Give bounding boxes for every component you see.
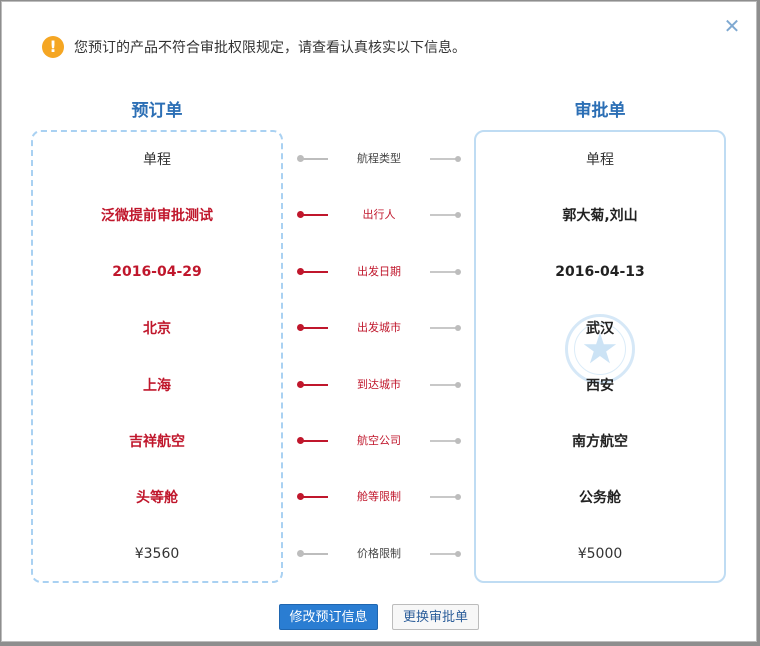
approval-value: 西安 (586, 378, 614, 394)
modify-booking-button[interactable]: 修改预订信息 (279, 604, 378, 630)
right-line (430, 440, 458, 442)
field-connector: 舱等限制 (297, 490, 461, 504)
field-connector: 出发城市 (297, 321, 461, 335)
booking-value: 头等舱 (136, 490, 178, 506)
field-connector: 出行人 (297, 208, 461, 222)
field-label: 出行人 (362, 208, 396, 221)
booking-value: 北京 (143, 321, 171, 337)
approval-value: 南方航空 (572, 434, 628, 450)
right-dot-icon (455, 382, 461, 388)
booking-value: 单程 (143, 152, 171, 168)
warning-message: ! 您预订的产品不符合审批权限规定，请查看认真核实以下信息。 (42, 35, 466, 59)
approval-value: 郭大菊,刘山 (562, 208, 638, 224)
booking-value: ¥3560 (134, 546, 180, 562)
approval-value: 武汉 (586, 321, 614, 337)
booking-title: 预订单 (131, 101, 183, 121)
right-dot-icon (455, 156, 461, 162)
right-dot-icon (455, 212, 461, 218)
approval-value: 单程 (586, 152, 614, 168)
field-label: 航程类型 (357, 152, 401, 165)
field-connector: 航程类型 (297, 152, 461, 166)
field-label: 航空公司 (357, 434, 401, 447)
field-label: 价格限制 (357, 547, 401, 560)
right-dot-icon (455, 494, 461, 500)
right-line (430, 214, 458, 216)
approval-value: ¥5000 (577, 546, 623, 562)
left-line (300, 553, 328, 555)
right-line (430, 158, 458, 160)
approval-title: 审批单 (574, 101, 626, 121)
right-line (430, 327, 458, 329)
warning-text: 您预订的产品不符合审批权限规定，请查看认真核实以下信息。 (74, 40, 466, 56)
field-connector: 出发日期 (297, 265, 461, 279)
right-line (430, 271, 458, 273)
change-approval-button[interactable]: 更换审批单 (392, 604, 479, 630)
left-line (300, 440, 328, 442)
left-line (300, 158, 328, 160)
field-label: 出发日期 (357, 265, 401, 278)
right-line (430, 496, 458, 498)
approval-value: 公务舱 (579, 490, 621, 506)
left-line (300, 384, 328, 386)
right-line (430, 553, 458, 555)
field-connector: 航空公司 (297, 434, 461, 448)
right-dot-icon (455, 438, 461, 444)
close-icon[interactable]: ✕ (723, 14, 741, 38)
field-label: 到达城市 (357, 378, 401, 391)
approval-card (474, 130, 726, 583)
approval-stamp-icon: ★ (565, 314, 635, 384)
left-line (300, 327, 328, 329)
booking-value: 吉祥航空 (129, 434, 185, 450)
booking-value: 泛微提前审批测试 (101, 208, 213, 224)
left-line (300, 271, 328, 273)
booking-value: 2016-04-29 (112, 264, 202, 280)
right-dot-icon (455, 551, 461, 557)
left-line (300, 214, 328, 216)
field-connector: 价格限制 (297, 547, 461, 561)
right-dot-icon (455, 325, 461, 331)
field-label: 出发城市 (357, 321, 401, 334)
booking-card (31, 130, 283, 583)
left-line (300, 496, 328, 498)
field-label: 舱等限制 (357, 490, 401, 503)
right-line (430, 384, 458, 386)
warning-icon: ! (42, 36, 64, 58)
right-dot-icon (455, 269, 461, 275)
approval-value: 2016-04-13 (555, 264, 645, 280)
booking-value: 上海 (143, 378, 171, 394)
field-connector: 到达城市 (297, 378, 461, 392)
